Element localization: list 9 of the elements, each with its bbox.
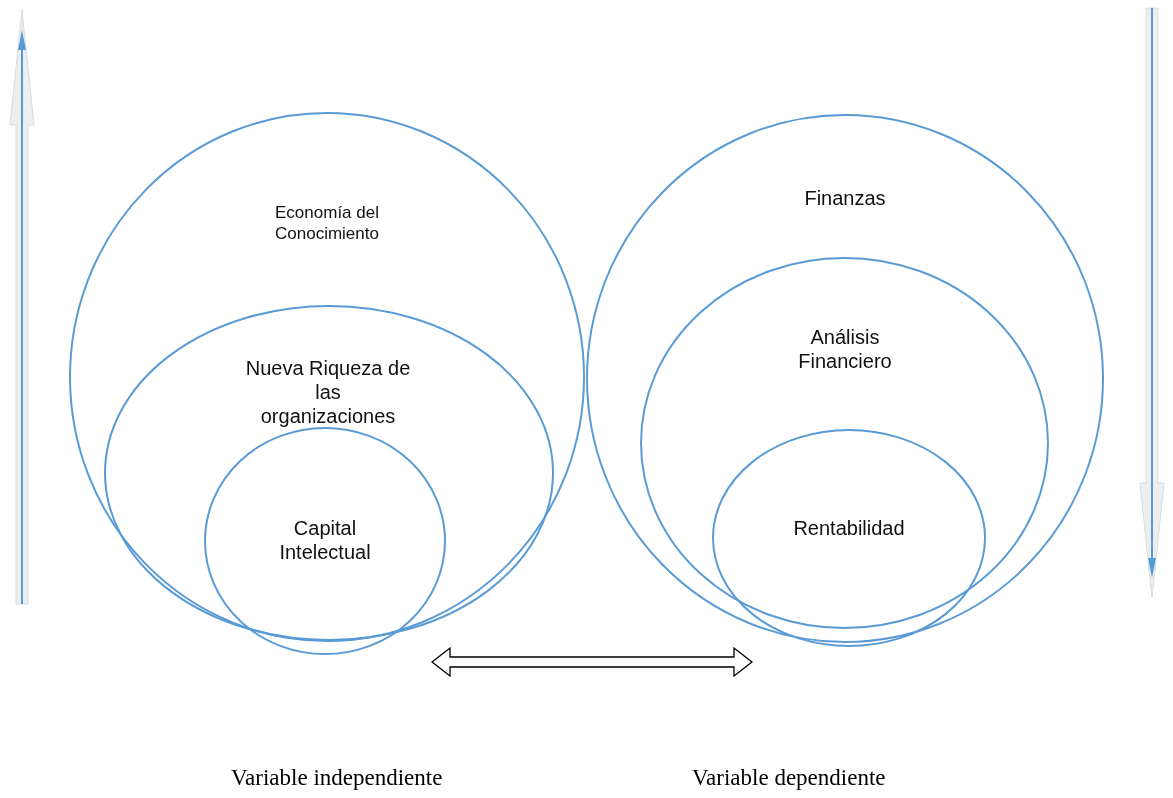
circle-label: Finanzas [803, 186, 887, 210]
circle-label: Análisis Financiero [797, 325, 893, 373]
double-arrow [430, 646, 754, 678]
circle-label: Capital Intelectual [278, 516, 372, 564]
variable-caption: Variable independiente [231, 765, 443, 791]
circle-label: Rentabilidad [792, 516, 906, 540]
circle-label: Nueva Riqueza de las organizaciones [245, 356, 411, 428]
circle-label: Economía del Conocimiento [274, 202, 380, 244]
variable-caption: Variable dependiente [692, 765, 886, 791]
